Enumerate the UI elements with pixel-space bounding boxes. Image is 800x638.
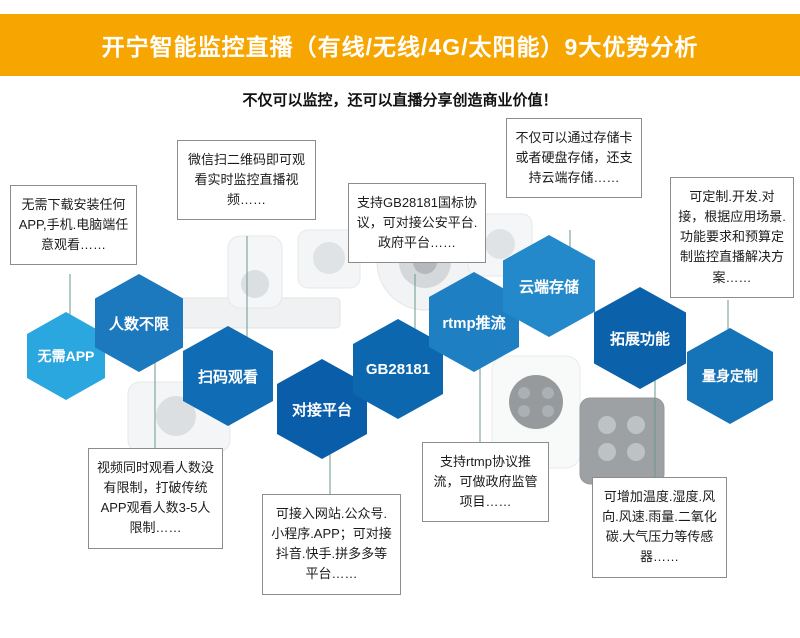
note-customization: 可定制.开发.对接，根据应用场景.功能要求和预算定制监控直播解决方案……: [670, 177, 794, 298]
note-rtmp: 支持rtmp协议推流，可做政府监管项目……: [422, 442, 549, 523]
note-no-app: 无需下载安装任何APP,手机.电脑端任意观看……: [10, 185, 137, 266]
banner: 开宁智能监控直播（有线/无线/4G/太阳能）9大优势分析: [0, 14, 800, 76]
note-platforms: 可接入网站.公众号.小程序.APP；可对接抖音.快手.拼多多等平台……: [262, 494, 401, 595]
note-viewers: 视频同时观看人数没有限制，打破传统APP观看人数3-5人限制……: [88, 448, 223, 549]
banner-title: 开宁智能监控直播（有线/无线/4G/太阳能）9大优势分析: [101, 34, 699, 60]
note-wechat-scan: 微信扫二维码即可观看实时监控直播视频……: [177, 140, 316, 221]
note-sensors: 可增加温度.湿度.风向.风速.雨量.二氧化碳.大气压力等传感器……: [592, 477, 727, 578]
hexagon-unlimited-viewers: 人数不限: [95, 274, 183, 372]
note-cloud-storage: 不仅可以通过存储卡或者硬盘存储，还支持云端存储……: [506, 118, 642, 199]
tagline: 不仅可以监控，还可以直播分享创造商业价值！: [242, 92, 558, 109]
note-gb28181: 支持GB28181国标协议，可对接公安平台.政府平台……: [348, 183, 486, 264]
